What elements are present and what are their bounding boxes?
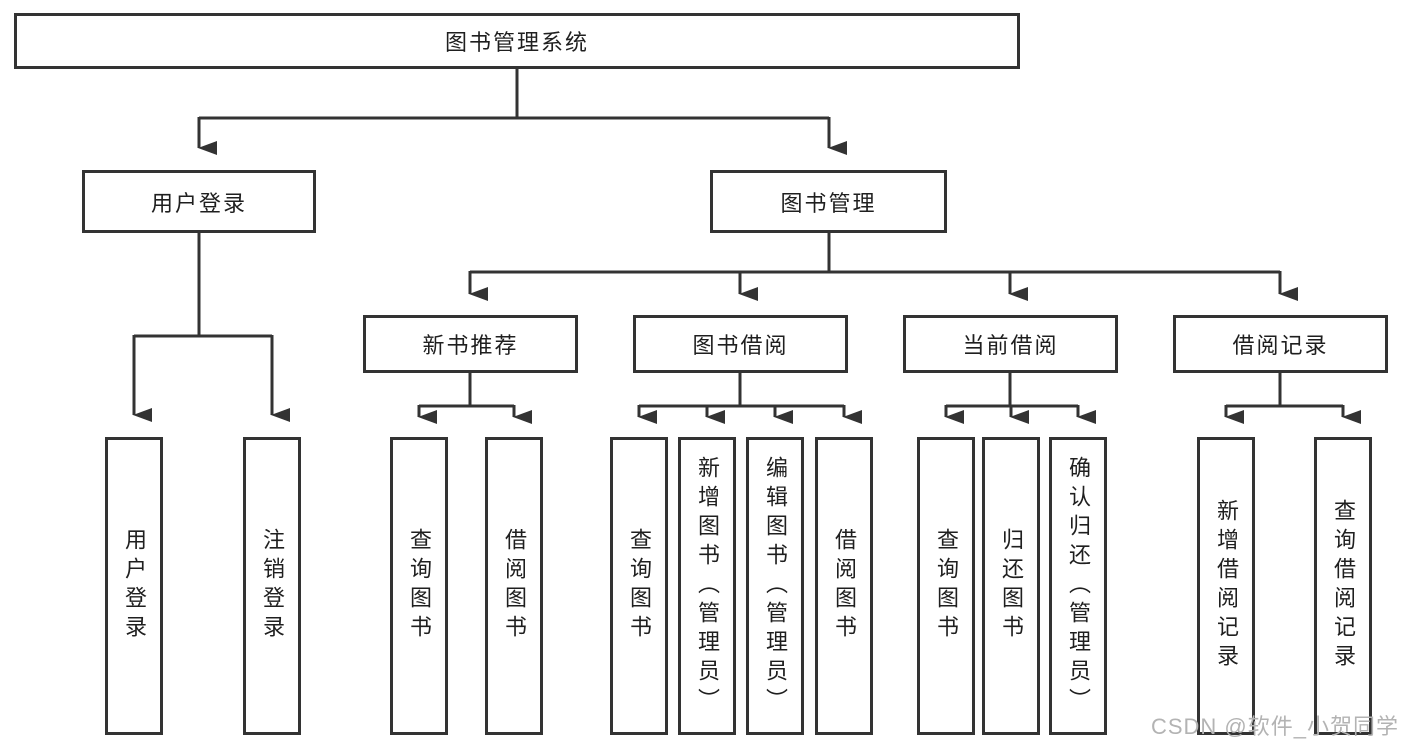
node-label: 用户登录 (150, 190, 247, 216)
leaf-query-borrow-record: 查询借阅记录 (1314, 437, 1372, 735)
node-label: 查询图书 (627, 528, 652, 644)
leaf-borrow-books-recommend: 借阅图书 (485, 437, 543, 735)
csdn-watermark: CSDN @软件_小贺同学 (1150, 714, 1399, 739)
leaf-logout: 注销登录 (243, 437, 301, 735)
leaf-add-books-admin: 新增图书（管理员） (678, 437, 736, 735)
node-user-login: 用户登录 (82, 170, 316, 233)
node-label: 图书管理系统 (444, 30, 589, 55)
node-label: 新增图书（管理员） (695, 455, 720, 717)
node-label: 图书借阅 (692, 333, 789, 358)
node-label: 新增借阅记录 (1214, 499, 1239, 673)
node-label: 查询图书 (407, 528, 432, 644)
node-label: 查询借阅记录 (1331, 499, 1356, 673)
leaf-return-books: 归还图书 (982, 437, 1040, 735)
node-label: 归还图书 (999, 528, 1024, 644)
leaf-edit-books-admin: 编辑图书（管理员） (746, 437, 804, 735)
node-label: 注销登录 (260, 528, 285, 644)
node-label: 确认归还（管理员） (1066, 455, 1091, 717)
node-current-borrow: 当前借阅 (903, 315, 1118, 373)
node-label: 借阅图书 (832, 528, 857, 644)
leaf-borrow-books: 借阅图书 (815, 437, 873, 735)
leaf-user-login: 用户登录 (105, 437, 163, 735)
node-label: 用户登录 (122, 528, 147, 644)
node-new-book-recommend: 新书推荐 (363, 315, 578, 373)
node-label: 借阅记录 (1232, 333, 1329, 358)
leaf-query-books-borrow: 查询图书 (610, 437, 668, 735)
node-label: 图书管理 (780, 190, 877, 216)
node-library-management-system: 图书管理系统 (14, 13, 1020, 69)
node-label: 查询图书 (934, 528, 959, 644)
node-borrow-record: 借阅记录 (1173, 315, 1388, 373)
leaf-add-borrow-record: 新增借阅记录 (1197, 437, 1255, 735)
node-label: 新书推荐 (422, 333, 519, 358)
leaf-query-books-current: 查询图书 (917, 437, 975, 735)
node-label: 借阅图书 (502, 528, 527, 644)
node-book-management: 图书管理 (710, 170, 947, 233)
leaf-confirm-return-admin: 确认归还（管理员） (1049, 437, 1107, 735)
node-label: 编辑图书（管理员） (763, 455, 788, 717)
node-label: 当前借阅 (962, 333, 1059, 358)
node-book-borrow: 图书借阅 (633, 315, 848, 373)
leaf-query-books-recommend: 查询图书 (390, 437, 448, 735)
